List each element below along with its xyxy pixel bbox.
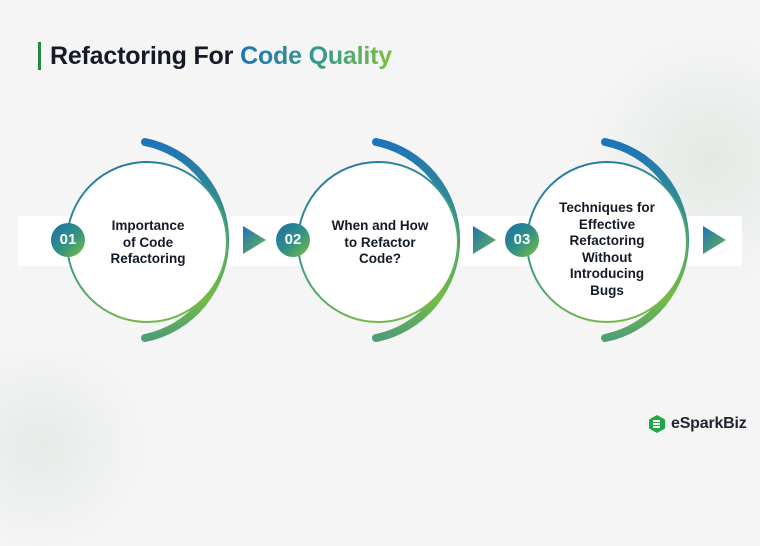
step-1 xyxy=(51,138,266,342)
step-badge xyxy=(51,223,85,257)
arrow-right-icon xyxy=(473,226,496,254)
step-number: 03 xyxy=(513,231,531,248)
step-badge xyxy=(505,223,539,257)
arrow-right-icon xyxy=(243,226,266,254)
esparkbiz-logo-icon xyxy=(649,415,665,433)
process-diagram xyxy=(51,138,726,342)
step-3 xyxy=(505,138,726,342)
step-2 xyxy=(276,138,496,342)
arrow-right-icon xyxy=(703,226,726,254)
step-number: 01 xyxy=(59,231,77,248)
title-accent-bar xyxy=(38,42,41,70)
step-number: 02 xyxy=(284,231,302,248)
brand-logo: eSparkBiz xyxy=(648,414,747,434)
step-label: Importance of Code Refactoring xyxy=(110,218,186,266)
step-label: When and How to Refactor Code? xyxy=(331,218,429,266)
logo-text: eSparkBiz xyxy=(671,415,747,432)
title-main: Refactoring For xyxy=(50,41,234,70)
step-badge xyxy=(276,223,310,257)
title-accent: Code Quality xyxy=(240,41,392,70)
page-title: Refactoring For Code Quality xyxy=(38,42,392,70)
step-label: Techniques for Effective Refactoring Wit… xyxy=(559,200,655,298)
